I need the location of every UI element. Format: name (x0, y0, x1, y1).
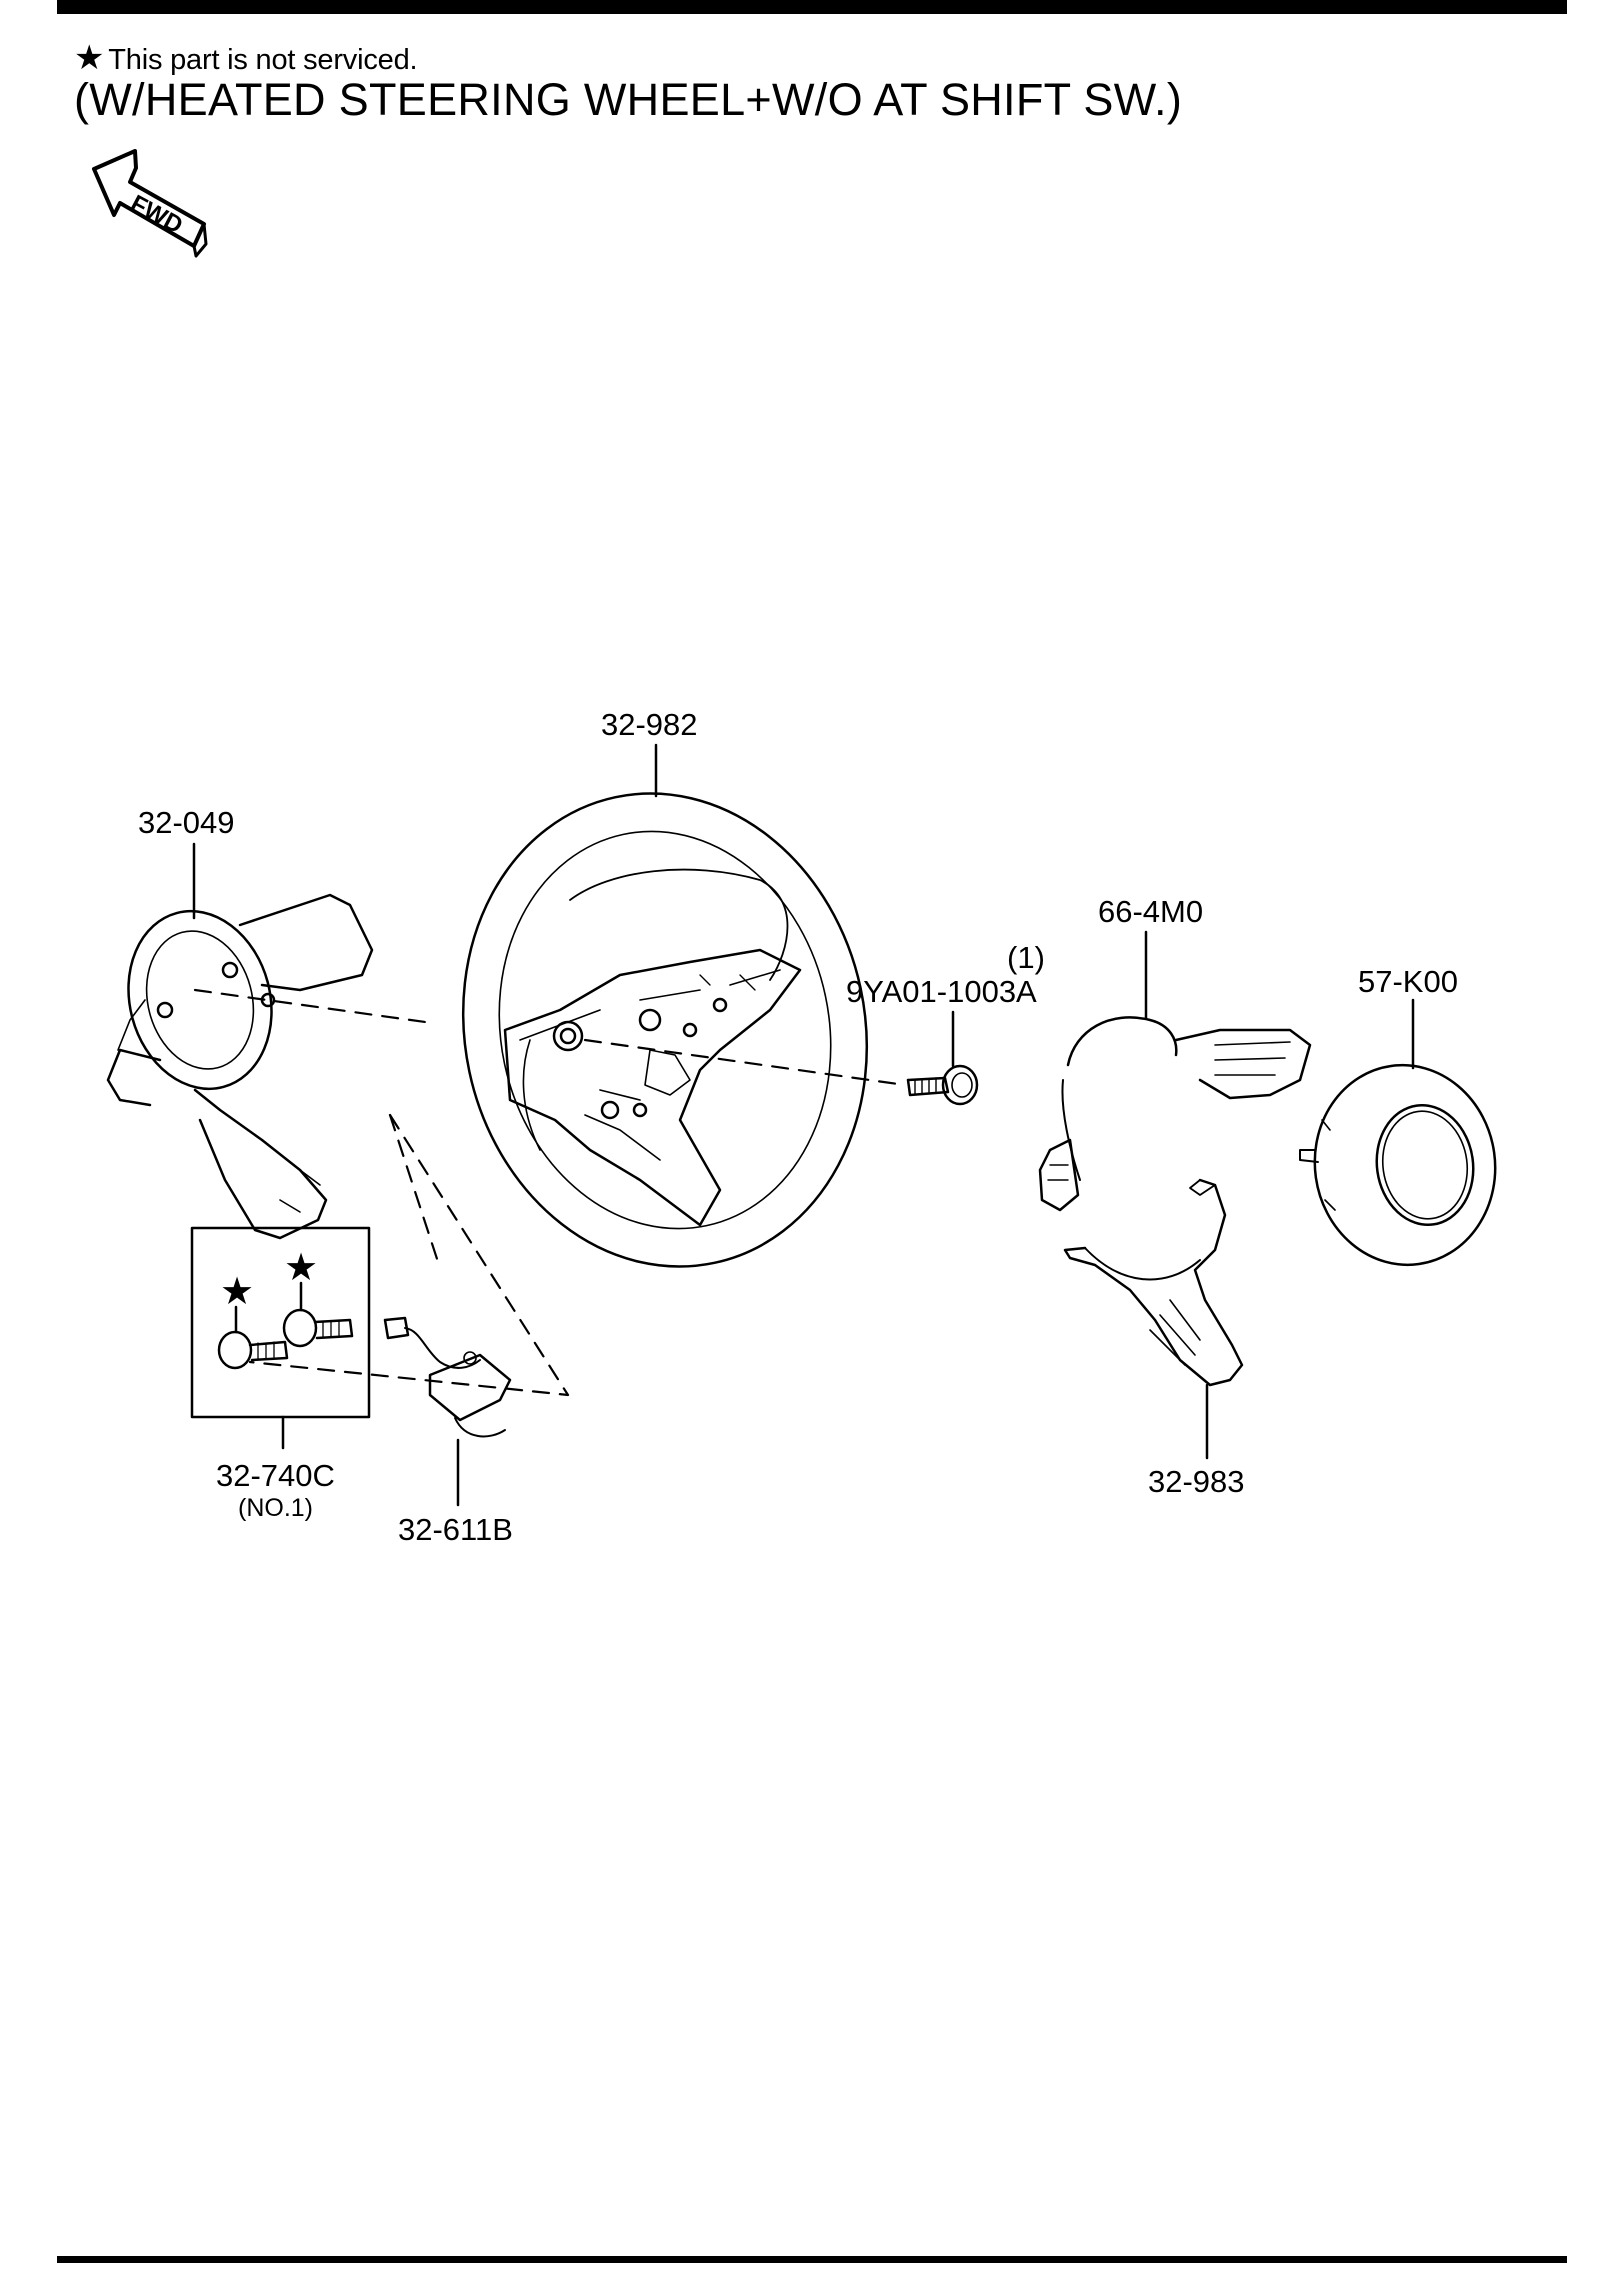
leader-lines (192, 743, 1415, 1507)
label-32-611B: 32-611B (398, 1512, 513, 1547)
air-bag-module-part (1299, 1063, 1497, 1267)
label-no1: (NO.1) (238, 1494, 313, 1522)
label-bolt-qty: (1) (1007, 940, 1045, 975)
star-icon: ★ (284, 1247, 318, 1289)
label-32-982: 32-982 (601, 707, 698, 742)
label-32-740C: 32-740C (216, 1458, 335, 1493)
steering-wheel-part (461, 792, 869, 1268)
upper-switch-panel-part (1038, 1016, 1312, 1212)
bolt-set-box (190, 1226, 371, 1419)
label-57-K00: 57-K00 (1358, 964, 1458, 999)
harness-part (383, 1316, 512, 1438)
star-icon: ★ (220, 1271, 254, 1313)
lower-panel-part (1063, 1178, 1244, 1387)
star-icon: ★ (74, 39, 105, 77)
label-66-4M0: 66-4M0 (1098, 894, 1203, 929)
assembly-lines (193, 988, 907, 1397)
label-32-983: 32-983 (1148, 1464, 1245, 1499)
bolt-set-part (217, 1308, 354, 1370)
label-32-049: 32-049 (138, 805, 235, 840)
top-rule (57, 0, 1567, 14)
not-serviced-note: ★This part is not serviced. (74, 38, 418, 78)
page-title: (W/HEATED STEERING WHEEL+W/O AT SHIFT SW… (74, 74, 1183, 125)
fwd-arrow-icon: FWD (92, 149, 208, 258)
rear-cover-part (106, 893, 374, 1240)
bolt-part (906, 1064, 979, 1106)
label-9YA01-1003A: 9YA01-1003A (846, 974, 1037, 1009)
bottom-rule (57, 2256, 1567, 2263)
note-text: This part is not serviced. (108, 44, 418, 76)
